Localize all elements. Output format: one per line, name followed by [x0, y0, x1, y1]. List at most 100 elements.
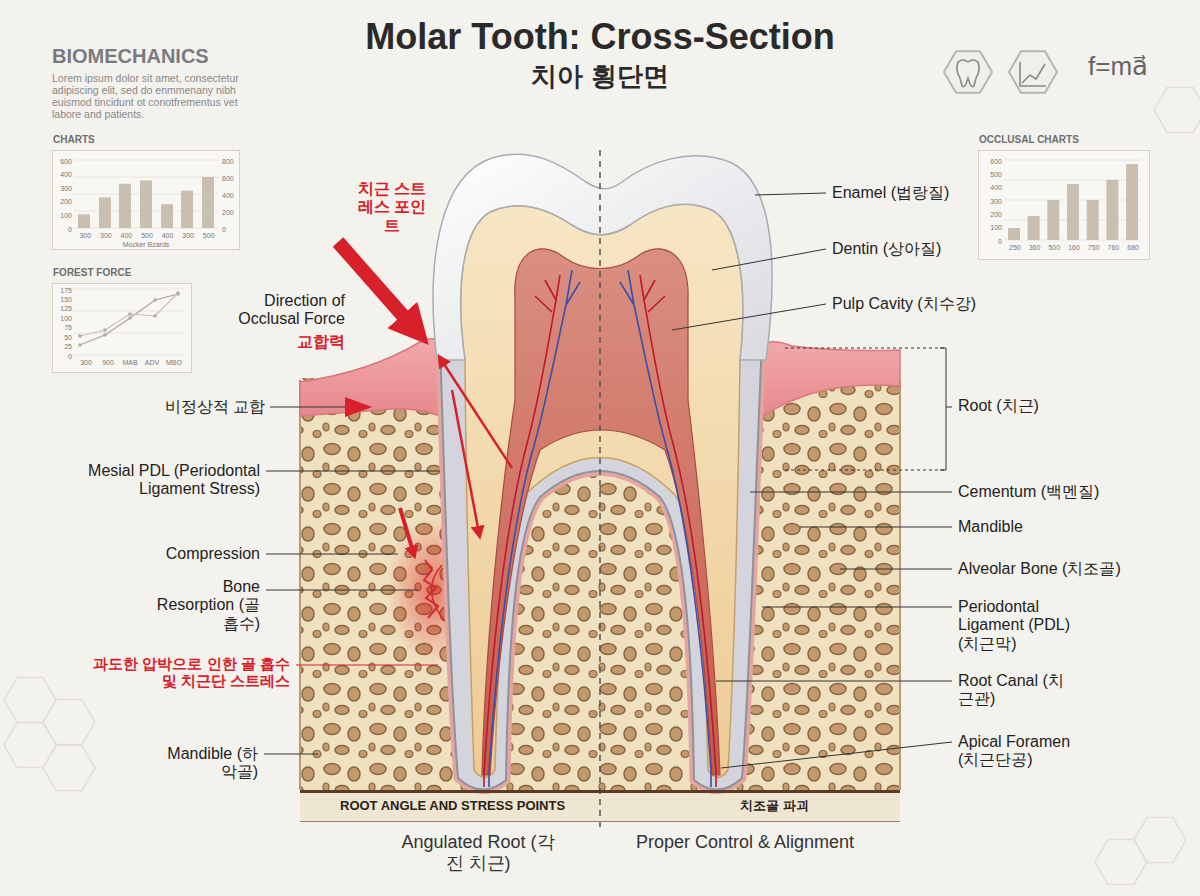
illustration-part — [74, 177, 218, 178]
leader-lines — [264, 754, 318, 755]
chart-graphics — [52, 150, 240, 250]
part-label: Alveolar Bone (치조골) — [958, 560, 1178, 578]
part-label: Cementum (백멘질) — [958, 483, 1178, 501]
leader-lines — [840, 569, 952, 570]
tooth-illustration — [300, 150, 900, 830]
subtitle-text: 치아 횡단면 — [450, 62, 750, 92]
illustration-part — [99, 197, 111, 228]
part-label: Root (치근) — [958, 397, 1158, 415]
force-arrows — [452, 390, 478, 528]
background-hexagons — [4, 678, 56, 723]
background-hexagons — [43, 746, 95, 791]
leader-lines — [716, 681, 952, 682]
axis-tick: 500 — [979, 170, 1002, 179]
axis-tick: 600 — [53, 157, 72, 166]
axis-tick: 400 — [111, 231, 141, 240]
illustration-part — [78, 291, 180, 347]
formula-text: f=ma⃗ — [1088, 52, 1188, 82]
header-icons — [944, 51, 992, 93]
illustration-part — [181, 191, 193, 228]
illustration-part — [1008, 228, 1020, 240]
tooth-illustration — [599, 150, 601, 830]
background-hexagons — [4, 723, 56, 768]
warning-label: 과도한 압박으로 인한 골 흡수 및 치근단 스트레스 — [90, 655, 290, 690]
illustration-part — [78, 343, 82, 347]
axis-tick: 200 — [53, 197, 72, 206]
axis-tick: 800 — [222, 157, 240, 166]
axis-tick: 680 — [1118, 243, 1148, 252]
chart-graphics — [80, 294, 178, 345]
illustration-part — [1126, 164, 1138, 240]
part-label: Compression — [110, 545, 260, 563]
illustration-part — [715, 772, 717, 787]
tooth-illustration — [899, 380, 901, 790]
illustration-part — [483, 772, 485, 787]
axis-tick: 600 — [222, 174, 240, 183]
background-hexagons — [43, 700, 95, 745]
leader-lines — [672, 304, 826, 330]
axis-tick: 100 — [979, 223, 1002, 232]
leader-lines — [266, 554, 398, 555]
background-hexagons — [1134, 818, 1186, 863]
illustration-part — [202, 177, 214, 228]
leader-lines — [721, 742, 952, 768]
leader-lines — [762, 607, 952, 608]
illustration-part — [620, 270, 711, 772]
illustration-part — [1004, 180, 1142, 181]
background-hexagons — [1154, 88, 1200, 133]
illustration-part — [128, 312, 132, 316]
axis-tick: 360 — [1020, 243, 1050, 252]
leader-lines — [785, 470, 945, 471]
tooth-illustration — [431, 565, 444, 620]
header-icons — [1009, 51, 1057, 93]
chart-panel: CHARTS6004003002001000800600400200030030… — [52, 150, 240, 250]
part-label: Enamel (법랑질) — [832, 184, 1052, 202]
illustration-part — [1067, 184, 1079, 240]
background-hexagons — [4, 88, 1200, 885]
axis-tick: 160 — [1059, 243, 1089, 252]
axis-tick: 400 — [222, 191, 240, 200]
part-label: Bone Resorption (골 흡수) — [150, 578, 260, 633]
header-icons — [944, 51, 1057, 93]
force-arrows — [338, 242, 512, 548]
tooth-illustration — [461, 204, 743, 777]
part-label: Direction of Occlusal Force — [215, 292, 345, 329]
axis-tick: 500 — [132, 231, 162, 240]
part-label: Mandible — [958, 518, 1178, 536]
illustration-part — [1004, 160, 1142, 240]
chart-caption: Mocker Bzards — [53, 240, 239, 249]
chart-title: CHARTS — [53, 134, 95, 146]
illustration-part — [74, 311, 184, 312]
chart-title: FOREST FORCE — [53, 267, 131, 279]
illustration-part — [488, 772, 490, 787]
illustration-part — [74, 289, 184, 355]
illustration-part — [1028, 216, 1040, 240]
axis-tick: 0 — [979, 237, 1002, 246]
axis-tick: ADV — [137, 358, 167, 367]
illustration-part — [1106, 180, 1118, 240]
axis-tick: 250 — [1000, 243, 1030, 252]
band-text: 치조골 파괴 — [740, 799, 809, 814]
force-arrows — [345, 397, 372, 417]
axis-tick: 750 — [1079, 243, 1109, 252]
header-icons — [1022, 64, 1045, 83]
axis-tick: 100 — [53, 211, 72, 220]
illustration-part — [1047, 200, 1059, 240]
axis-tick: 25 — [53, 342, 72, 351]
axis-tick: 75 — [53, 323, 72, 332]
part-label: Root Canal (치근관) — [958, 672, 1068, 709]
axis-tick: 100 — [53, 314, 72, 323]
illustration-part — [176, 291, 180, 295]
illustration-part — [78, 214, 90, 228]
part-label: Mesial PDL (Periodontal Ligament Stress) — [70, 462, 260, 499]
chart-graphics — [80, 293, 178, 336]
leader-lines — [270, 407, 345, 408]
illustration-part — [153, 314, 157, 318]
chart-panel: OCCLUSAL CHARTS6005004003002001000250360… — [978, 150, 1150, 260]
illustration-part — [74, 289, 184, 290]
illustration-part — [74, 160, 218, 161]
background-hexagons — [1095, 840, 1147, 885]
axis-tick: 760 — [1098, 243, 1128, 252]
header-icons — [1020, 62, 1046, 86]
